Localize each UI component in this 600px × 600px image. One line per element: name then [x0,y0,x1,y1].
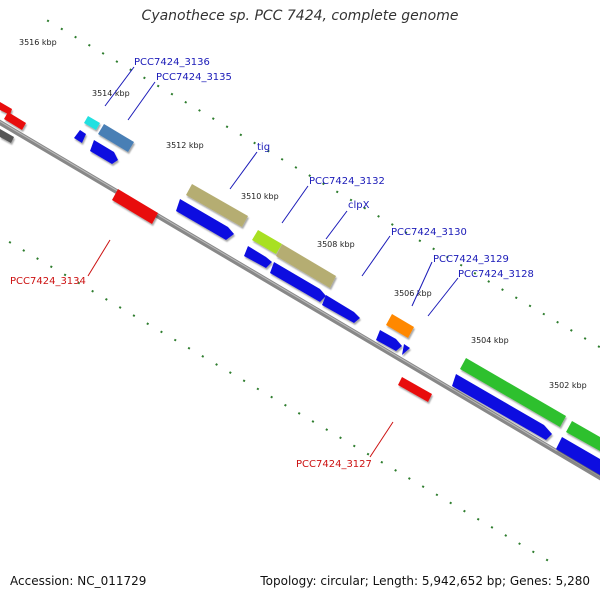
gene-clpX[interactable] [276,244,336,288]
scale-label-3504: 3504 kbp [471,336,509,345]
scale-label-3510: 3510 kbp [241,192,279,201]
scale-label-3516: 3516 kbp [19,38,57,47]
label-PCC7424_3130[interactable]: PCC7424_3130 [391,227,467,238]
topology-text: Topology: circular; Length: 5,942,652 bp… [260,574,590,588]
label-PCC7424_3134[interactable]: PCC7424_3134 [10,276,86,287]
gene-dark-left[interactable] [0,129,14,143]
accession-text: Accession: NC_011729 [10,574,147,588]
leader-tig [229,151,258,190]
gene-blue-arrow-3132[interactable] [244,246,272,268]
leader-3132 [281,185,309,224]
map-title: Cyanothece sp. PCC 7424, complete genome [141,8,459,24]
label-clpX[interactable]: clpX [348,200,370,211]
scale-label-3506: 3506 kbp [394,289,432,298]
scale-labels: 3516 kbp 3514 kbp 3512 kbp 3510 kbp 3508… [19,38,587,390]
gene-blue-arrow-3130b[interactable] [322,295,360,323]
leader-3128 [427,277,459,317]
gene-cyan-3136[interactable] [84,116,100,130]
gene-blue-arrow-3129[interactable] [376,330,402,351]
scale-label-3502: 3502 kbp [549,381,587,390]
label-PCC7424_3136[interactable]: PCC7424_3136 [134,57,210,68]
leader-3127 [369,421,394,458]
gene-lime-3132[interactable] [252,230,282,254]
gene-green-2[interactable] [566,421,600,451]
gene-label-layer: PCC7424_3136 PCC7424_3135 tig PCC7424_31… [10,57,534,470]
label-PCC7424_3128[interactable]: PCC7424_3128 [458,269,534,280]
label-PCC7424_3129[interactable]: PCC7424_3129 [433,254,509,265]
leader-clpX [325,210,348,240]
label-leader-lines [87,66,459,458]
leader-3130 [361,235,391,277]
gene-blue-long-1[interactable] [452,374,552,440]
scale-label-3512: 3512 kbp [166,141,204,150]
label-PCC7424_3132[interactable]: PCC7424_3132 [309,176,385,187]
scale-label-3508: 3508 kbp [317,240,355,249]
genome-backbone-highlight [0,95,600,504]
gene-tig[interactable] [186,184,248,227]
gene-blue-arrow-tig[interactable] [176,199,234,240]
gene-red-left-2[interactable] [4,112,26,130]
gene-features [0,102,600,475]
gene-orange-3129[interactable] [386,314,414,338]
gene-red-3127[interactable] [398,377,432,402]
gene-blue-long-2[interactable] [556,437,600,475]
leader-3136 [104,66,135,107]
gene-blue-small-1[interactable] [74,130,86,143]
leader-3129 [411,261,433,307]
gene-red-left-1[interactable] [0,102,12,115]
scale-label-3514: 3514 kbp [92,89,130,98]
genome-backbone [0,94,600,506]
leader-3134 [87,239,111,277]
gene-blue-arrow-3130a[interactable] [270,262,326,302]
label-tig[interactable]: tig [257,142,270,153]
gene-blue-3128[interactable] [402,344,410,355]
gene-green-1[interactable] [460,358,566,427]
gene-red-3134[interactable] [112,189,158,224]
gene-steelblue-3135[interactable] [98,124,134,152]
leader-3135 [127,81,156,121]
label-PCC7424_3127[interactable]: PCC7424_3127 [296,459,372,470]
gene-blue-arrow-1[interactable] [90,140,118,164]
label-PCC7424_3135[interactable]: PCC7424_3135 [156,72,232,83]
